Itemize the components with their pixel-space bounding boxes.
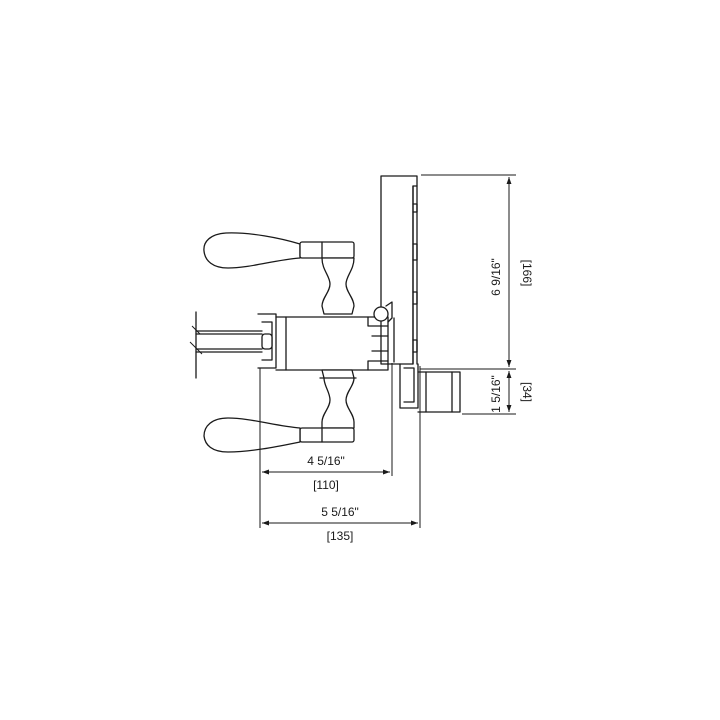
extension-lines [259,174,516,528]
dim-height-upper-metric: [166] [520,260,534,287]
lock-body [275,316,389,371]
latch-housing [399,363,461,413]
dim-height-lower-imperial: 1 5/16" [489,375,503,413]
dim-height-upper: 6 9/16" [166] [489,177,534,367]
dim-width-outer-metric: [135] [327,529,354,543]
dim-width-inner-metric: [110] [313,478,339,492]
dim-width-outer-imperial: 5 5/16" [321,505,359,519]
dim-width-inner-imperial: 4 5/16" [307,454,345,468]
dim-height-lower: 1 5/16" [34] [489,371,534,413]
lower-lever-handle [203,369,357,453]
dim-width-outer: 5 5/16" [135] [262,505,418,543]
door-section [189,311,277,379]
dim-height-upper-imperial: 6 9/16" [489,258,503,296]
upper-lever-handle [203,232,355,315]
dim-height-lower-metric: [34] [520,382,534,402]
escutcheon-plate [373,175,418,365]
dim-width-inner: 4 5/16" [110] [262,454,390,492]
